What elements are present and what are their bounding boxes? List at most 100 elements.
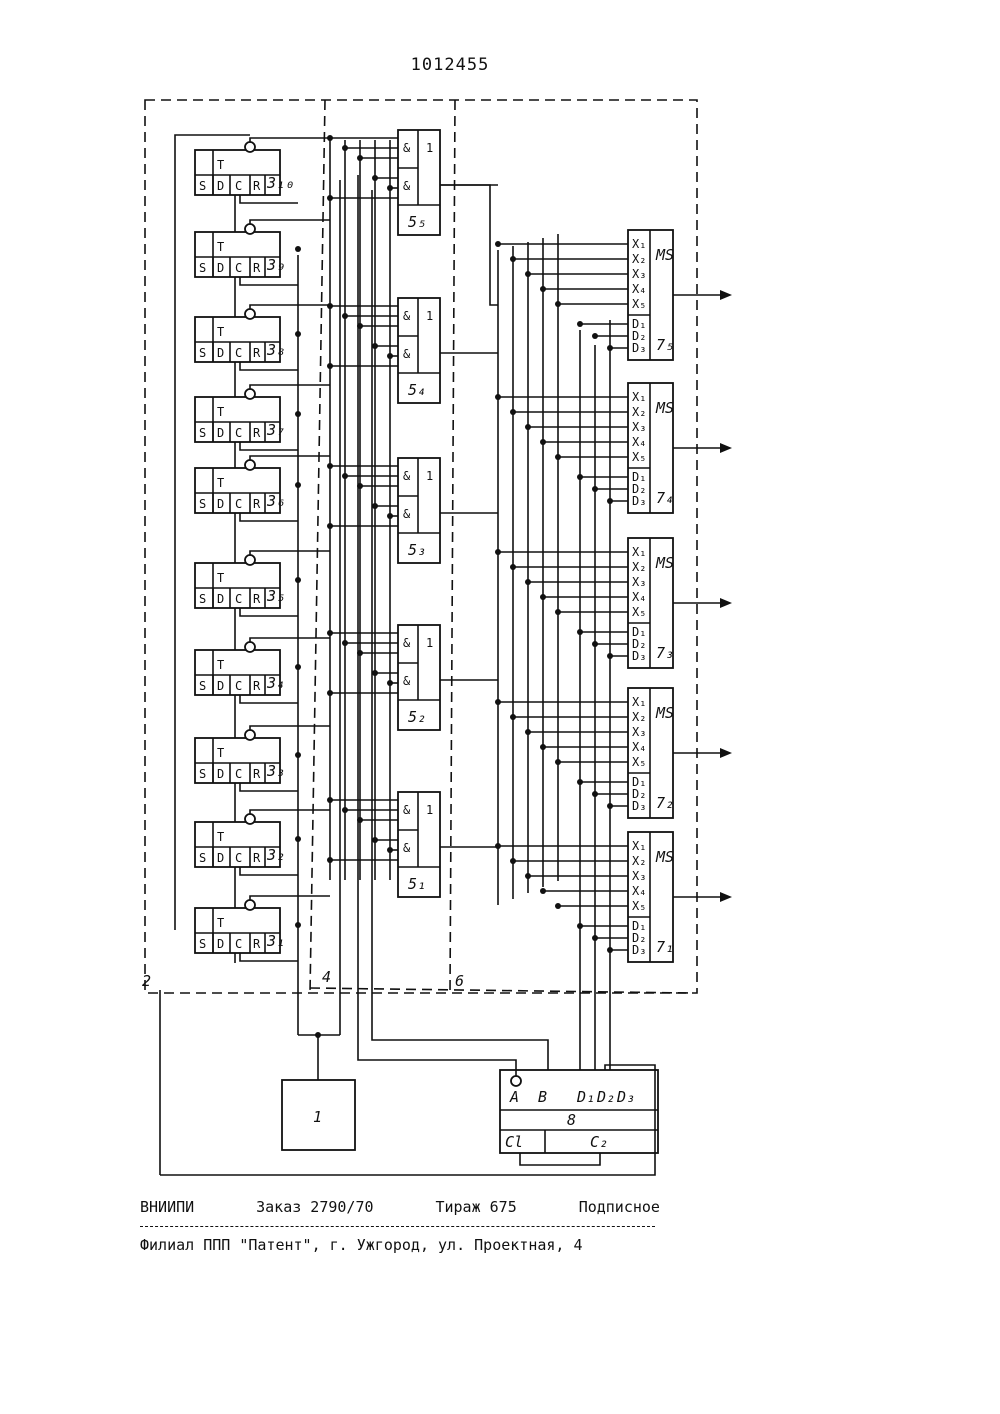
imprint-circulation: Тираж 675 [435,1198,516,1216]
ff-pin-s: S [199,346,206,360]
ff-pin-s: S [199,592,206,606]
mux-x-input: X₅ [632,450,646,464]
mux-x-input: X₄ [632,884,646,898]
ff-pin-t: T [217,325,224,339]
ff-pin-r: R [253,851,261,865]
gate-and-symbol: & [403,141,411,155]
ff-pin-t: T [217,158,224,172]
ff-pin-t: T [217,571,224,585]
ff-pin-c: C [235,851,242,865]
ff-inverted-output [245,814,255,824]
block-8-pin-c2: C₂ [590,1133,608,1151]
imprint-subscription: Подписное [579,1198,660,1216]
ff-label: 3₂ [266,846,285,864]
ff-pin-t: T [217,830,224,844]
gate-label: 5₃ [408,541,426,559]
gate-and-symbol: & [403,841,411,855]
gate-column: &&15₅&&15₄&&15₃&&15₂&&15₁ [327,130,498,897]
flipflop-9: STDCR3₉ [195,220,330,317]
mux-x-input: X₄ [632,740,646,754]
ff-pin-r: R [253,261,261,275]
ff-pin-t: T [217,746,224,760]
gate-and-symbol: & [403,636,411,650]
mux-x-input: X₄ [632,435,646,449]
mux-x-input: X₃ [632,420,646,434]
ff-label: 3₆ [266,492,285,510]
mux-tag: MS [655,554,674,572]
mux-x-input: X₃ [632,725,646,739]
mux-label: 7₅ [656,336,674,354]
gate-1: &&15₁ [327,792,498,897]
mux-tag: MS [655,246,674,264]
region-label-4: 4 [322,968,331,986]
ff-pin-s: S [199,179,206,193]
ff-pin-c: C [235,346,242,360]
ff-pin-s: S [199,426,206,440]
ff-label: 3₇ [266,421,285,439]
gate-or-symbol: 1 [426,309,433,323]
ff-pin-c: C [235,179,242,193]
ff-inverted-output [245,900,255,910]
flipflop-6: STDCR3₆ [195,456,330,563]
ff-label: 3₉ [266,256,285,274]
gate-2: &&15₂ [327,625,498,730]
block-8-pin-d2: D₂ [596,1088,615,1106]
ff-label: 3₄ [266,674,285,692]
ff-label: 3₁ [266,932,285,950]
mux-label: 7₂ [656,794,674,812]
gate-or-symbol: 1 [426,469,433,483]
flipflop-10: STDCR3₁₀ [195,138,330,232]
mux-x-input: X₁ [632,839,646,853]
gate-or-symbol: 1 [426,803,433,817]
ff-pin-r: R [253,767,261,781]
gate-label: 5₂ [408,708,426,726]
ff-pin-s: S [199,767,206,781]
output-arrow-icon [720,443,732,453]
ff-pin-d: D [217,592,224,606]
flipflop-3: STDCR3₃ [195,726,330,822]
output-arrow-icon [720,748,732,758]
ff-inverted-output [245,142,255,152]
ff-pin-r: R [253,592,261,606]
gate-label: 5₁ [408,875,426,893]
output-arrow-icon [720,290,732,300]
flipflop-8: STDCR3₈ [195,305,330,397]
flipflop-4: STDCR3₄ [195,638,330,738]
imprint-branch: Филиал ППП "Патент", г. Ужгород, ул. Про… [140,1236,660,1254]
ff-label: 3₃ [266,762,285,780]
ff-inverted-output [245,224,255,234]
mux-x-input: X₂ [632,710,646,724]
gate-label: 5₄ [408,381,426,399]
mux-x-input: X₁ [632,237,646,251]
ff-pin-d: D [217,937,224,951]
signal-buses [440,185,558,905]
ff-inverted-output [245,730,255,740]
ff-pin-c: C [235,592,242,606]
mux-x-input: X₄ [632,590,646,604]
ff-label: 3₈ [266,341,285,359]
ff-pin-d: D [217,261,224,275]
ff-pin-r: R [253,679,261,693]
imprint-separator [140,1226,655,1227]
ff-pin-s: S [199,679,206,693]
gate-4: &&15₄ [327,298,498,403]
imprint-line: ВНИИПИ Заказ 2790/70 Тираж 675 Подписное [140,1198,660,1216]
ff-pin-c: C [235,679,242,693]
mux-label: 7₄ [656,489,674,507]
block-8-pin-cl: Cl [505,1133,523,1151]
block-8-pin-a: A [509,1088,519,1106]
mux-d-input: D₃ [632,494,646,508]
ff-pin-s: S [199,851,206,865]
gate-and-symbol: & [403,469,411,483]
gate-or-symbol: 1 [426,141,433,155]
ff-inverted-output [245,389,255,399]
block-1-label: 1 [313,1108,322,1126]
ff-pin-r: R [253,179,261,193]
imprint-org: ВНИИПИ [140,1198,194,1216]
mux-tag: MS [655,399,674,417]
block-8-pin-d3: D₃ [616,1088,635,1106]
ff-pin-t: T [217,240,224,254]
block-8-pin-b: B [538,1088,547,1106]
mux-x-input: X₁ [632,545,646,559]
block-1: 1 [282,180,355,1150]
